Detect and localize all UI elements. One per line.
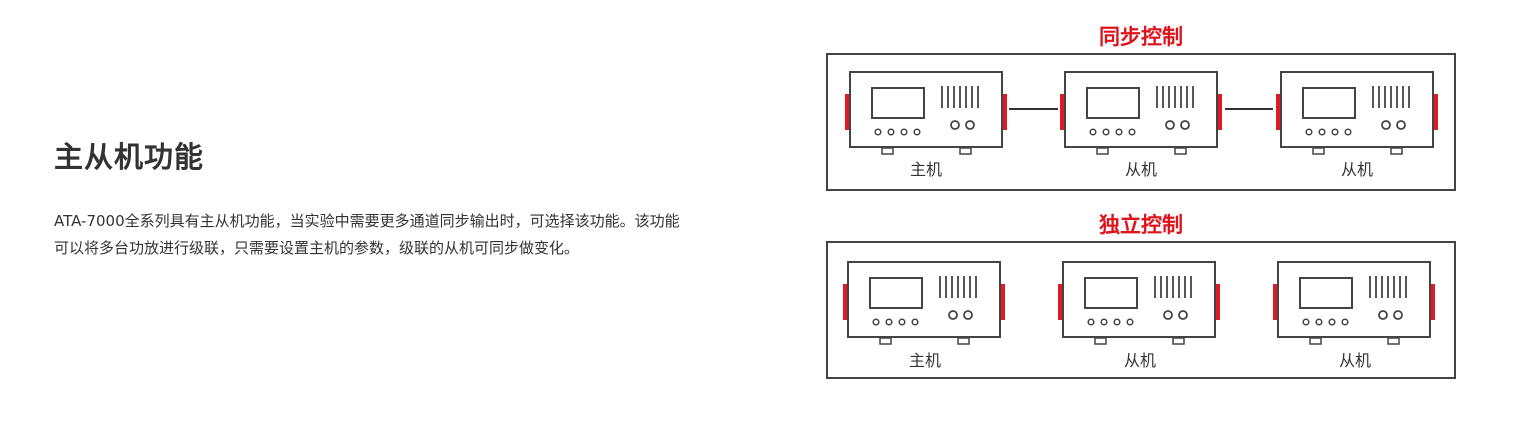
sync-amplifier-unit-1-output-connector <box>965 120 975 130</box>
sync-amplifier-unit-1-knob <box>887 128 895 136</box>
sync-amplifier-unit-3-output-connector <box>1396 120 1406 130</box>
independent-amplifier-unit-2 <box>1058 261 1220 345</box>
independent-amplifier-unit-3-knob <box>1302 318 1310 326</box>
sync-amplifier-unit-1-foot-left <box>881 147 894 155</box>
independent-amplifier-unit-3-left-handle <box>1273 284 1278 320</box>
sync-amplifier-unit-2-body <box>1064 71 1218 148</box>
sync-amplifier-unit-2-knob <box>1102 128 1110 136</box>
sync-amplifier-unit-1-knob <box>913 128 921 136</box>
independent-amplifier-unit-1-foot-left <box>879 337 892 345</box>
sync-amplifier-unit-2-right-handle <box>1217 94 1222 130</box>
sync-unit-label-slave-1: 从机 <box>1125 160 1157 179</box>
sync-control-title: 同步控制 <box>1099 25 1183 49</box>
independent-amplifier-unit-3-knob <box>1341 318 1349 326</box>
independent-amplifier-unit-2-knob <box>1126 318 1134 326</box>
section-description: ATA-7000全系列具有主从机功能，当实验中需要更多通道同步输出时，可选择该功… <box>54 208 774 262</box>
independent-amplifier-unit-3-foot-right <box>1387 337 1400 345</box>
independent-unit-label-slave-2: 从机 <box>1339 351 1371 370</box>
sync-amplifier-unit-3-body <box>1280 71 1434 148</box>
sync-amplifier-unit-3-output-connector <box>1381 120 1391 130</box>
sync-amplifier-unit-2-display-screen <box>1086 87 1140 119</box>
sync-amplifier-unit-3-left-handle <box>1276 94 1281 130</box>
description-line-1: ATA-7000全系列具有主从机功能，当实验中需要更多通道同步输出时，可选择该功… <box>54 212 680 230</box>
independent-amplifier-unit-2-knob <box>1113 318 1121 326</box>
independent-amplifier-unit-3-display-screen <box>1299 277 1353 309</box>
independent-amplifier-unit-1 <box>843 261 1005 345</box>
sync-unit-label-master: 主机 <box>910 160 942 179</box>
sync-amplifier-unit-3-right-handle <box>1433 94 1438 130</box>
sync-amplifier-unit-2-knob <box>1089 128 1097 136</box>
sync-amplifier-unit-2-output-connector <box>1165 120 1175 130</box>
independent-amplifier-unit-3 <box>1273 261 1435 345</box>
sync-amplifier-unit-3-knob <box>1331 128 1339 136</box>
independent-amplifier-unit-3-body <box>1277 261 1431 338</box>
sync-units <box>845 71 1438 155</box>
sync-amplifier-unit-1-left-handle <box>845 94 850 130</box>
independent-amplifier-unit-1-body <box>847 261 1001 338</box>
description-line-2: 可以将多台功放进行级联，只需要设置主机的参数，级联的从机可同步做变化。 <box>54 239 580 257</box>
independent-amplifier-unit-2-foot-right <box>1172 337 1185 345</box>
independent-amplifier-unit-3-foot-left <box>1309 337 1322 345</box>
sync-amplifier-unit-3-foot-left <box>1312 147 1325 155</box>
independent-control-title: 独立控制 <box>1099 213 1183 237</box>
sync-amplifier-unit-2-foot-right <box>1174 147 1187 155</box>
independent-amplifier-unit-2-knob <box>1100 318 1108 326</box>
sync-amplifier-unit-1-foot-right <box>959 147 972 155</box>
sync-amplifier-unit-3-foot-right <box>1390 147 1403 155</box>
sync-amplifier-unit-3 <box>1276 71 1438 155</box>
sync-amplifier-unit-2-knob <box>1115 128 1123 136</box>
independent-amplifier-unit-1-knob <box>898 318 906 326</box>
independent-amplifier-unit-3-output-connector <box>1393 310 1403 320</box>
sync-amplifier-unit-2 <box>1060 71 1222 155</box>
sync-control-panel: 同步控制 主机 从机 从机 <box>826 25 1456 191</box>
independent-unit-label-master: 主机 <box>909 351 941 370</box>
independent-amplifier-unit-3-output-connector <box>1378 310 1388 320</box>
independent-amplifier-unit-1-output-connector <box>963 310 973 320</box>
independent-amplifier-unit-3-knob <box>1315 318 1323 326</box>
independent-amplifier-unit-1-foot-right <box>957 337 970 345</box>
sync-unit-label-slave-2: 从机 <box>1341 160 1373 179</box>
independent-amplifier-unit-2-right-handle <box>1215 284 1220 320</box>
independent-amplifier-unit-3-right-handle <box>1430 284 1435 320</box>
independent-amplifier-unit-1-display-screen <box>869 277 923 309</box>
sync-amplifier-unit-1-body <box>849 71 1003 148</box>
independent-amplifier-unit-1-knob <box>885 318 893 326</box>
independent-amplifier-unit-1-output-connector <box>948 310 958 320</box>
section-heading: 主从机功能 <box>54 140 205 174</box>
independent-amplifier-unit-3-knob <box>1328 318 1336 326</box>
sync-amplifier-unit-1-output-connector <box>950 120 960 130</box>
independent-units <box>843 261 1435 345</box>
independent-amplifier-unit-2-output-connector <box>1178 310 1188 320</box>
independent-amplifier-unit-2-knob <box>1087 318 1095 326</box>
independent-control-panel: 独立控制 主机 从机 从机 <box>826 213 1456 379</box>
sync-amplifier-unit-1-knob <box>900 128 908 136</box>
sync-amplifier-unit-2-knob <box>1128 128 1136 136</box>
independent-amplifier-unit-1-knob <box>911 318 919 326</box>
sync-amplifier-unit-3-knob <box>1305 128 1313 136</box>
sync-amplifier-unit-2-left-handle <box>1060 94 1065 130</box>
independent-panel-frame <box>826 241 1456 379</box>
independent-amplifier-unit-1-left-handle <box>843 284 848 320</box>
independent-amplifier-unit-2-display-screen <box>1084 277 1138 309</box>
sync-amplifier-unit-3-knob <box>1318 128 1326 136</box>
sync-amplifier-unit-3-display-screen <box>1302 87 1356 119</box>
feature-text-block: 主从机功能 ATA-7000全系列具有主从机功能，当实验中需要更多通道同步输出时… <box>54 134 774 262</box>
independent-amplifier-unit-2-output-connector <box>1163 310 1173 320</box>
independent-unit-label-slave-1: 从机 <box>1124 351 1156 370</box>
sync-amplifier-unit-2-output-connector <box>1180 120 1190 130</box>
independent-amplifier-unit-2-left-handle <box>1058 284 1063 320</box>
sync-amplifier-unit-3-knob <box>1344 128 1352 136</box>
sync-amplifier-unit-1 <box>845 71 1007 155</box>
sync-amplifier-unit-1-right-handle <box>1002 94 1007 130</box>
sync-panel-frame <box>826 53 1456 191</box>
independent-amplifier-unit-2-body <box>1062 261 1216 338</box>
sync-amplifier-unit-2-foot-left <box>1096 147 1109 155</box>
sync-amplifier-unit-1-display-screen <box>871 87 925 119</box>
independent-amplifier-unit-2-foot-left <box>1094 337 1107 345</box>
sync-amplifier-unit-1-knob <box>874 128 882 136</box>
independent-amplifier-unit-1-right-handle <box>1000 284 1005 320</box>
independent-amplifier-unit-1-knob <box>872 318 880 326</box>
